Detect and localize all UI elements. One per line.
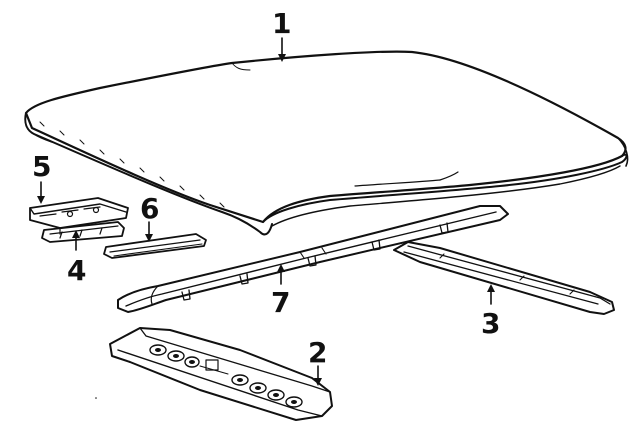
callout-6: 6 — [140, 192, 159, 225]
callout-7: 7 — [271, 286, 290, 319]
callout-4: 4 — [67, 254, 86, 287]
upper-bracket-drawing — [29, 197, 129, 235]
lower-bracket-drawing — [41, 221, 125, 243]
roof-panel-drawing — [24, 50, 629, 236]
rear-roof-rail-drawing — [393, 241, 615, 315]
front-header-panel-drawing — [109, 327, 333, 421]
callout-1: 1 — [272, 7, 291, 40]
roof-bow-rail-drawing — [117, 205, 509, 313]
small-reinforcement-drawing — [103, 233, 207, 259]
scan-speck — [95, 397, 97, 399]
callout-3: 3 — [481, 307, 500, 340]
callout-2: 2 — [308, 336, 327, 369]
leader-lines — [37, 37, 495, 386]
callout-5: 5 — [32, 150, 51, 183]
